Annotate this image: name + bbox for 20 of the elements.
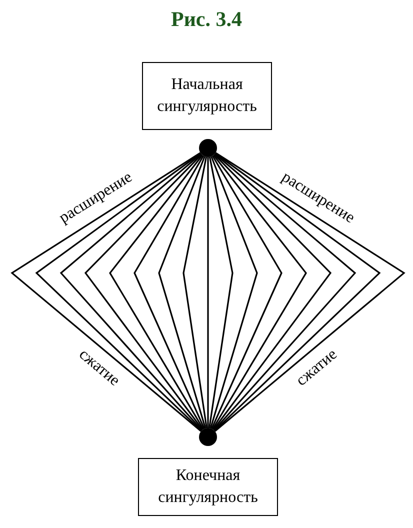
world-line (182, 156, 208, 428)
figure-title: Рис. 3.4 (171, 6, 242, 33)
box-text: Начальная сингулярность (156, 75, 258, 117)
label-box (142, 62, 272, 130)
world-line (213, 153, 356, 431)
world-line (208, 156, 234, 428)
world-line (84, 154, 204, 430)
singularity-dot (199, 139, 217, 157)
label-box (138, 458, 278, 516)
world-line (158, 156, 206, 429)
world-line (109, 154, 204, 430)
world-line (210, 156, 258, 429)
box-text: Конечная сингулярность (157, 466, 259, 508)
world-line (207, 157, 209, 428)
singularity-dot (199, 428, 217, 446)
world-line (60, 153, 203, 431)
world-line (212, 154, 332, 430)
world-line (134, 155, 206, 430)
world-line (210, 155, 282, 430)
world-line (212, 154, 307, 430)
